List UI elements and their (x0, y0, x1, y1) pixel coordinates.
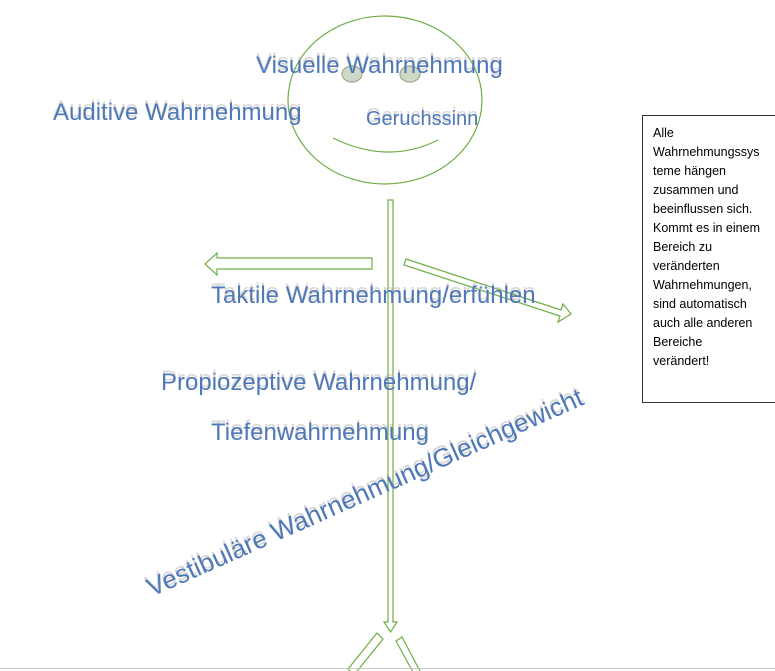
head-circle (287, 15, 483, 185)
page-bottom-divider (0, 668, 775, 669)
smile-mouth (332, 137, 439, 153)
proprioceptive-label-line1: Propiozeptive Wahrnehmung/ (161, 369, 477, 396)
body-arrow (382, 199, 399, 634)
note-text: Alle Wahrnehmungssys teme hängen zusamme… (653, 126, 760, 368)
left-leg (347, 632, 384, 671)
auditive-perception-label: Auditive Wahrnehmung (53, 99, 302, 126)
tactile-perception-label: Taktile Wahrnehmung/erfühlen (211, 282, 536, 309)
note-textbox: Alle Wahrnehmungssys teme hängen zusamme… (642, 115, 775, 403)
smell-sense-label: Geruchssinn (366, 108, 479, 130)
right-arm-arrow (403, 258, 572, 324)
left-arm-arrow (204, 251, 373, 277)
proprioceptive-label-line2: Tiefenwahrnehmung (211, 419, 429, 446)
visual-perception-label: Visuelle Wahrnehmung (256, 52, 503, 79)
left-eye (341, 65, 363, 83)
right-leg (395, 636, 421, 671)
right-eye (399, 65, 421, 83)
